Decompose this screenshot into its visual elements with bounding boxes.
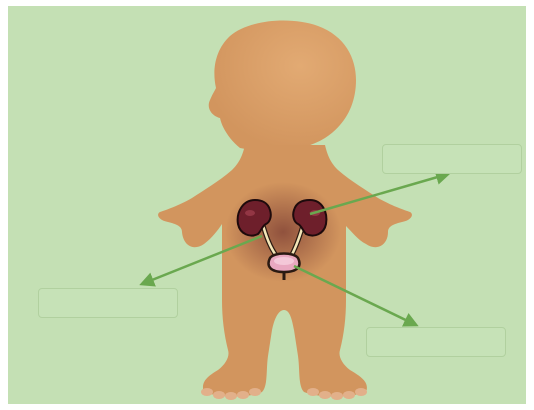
bladder-highlight xyxy=(274,257,294,265)
head-silhouette xyxy=(209,21,356,151)
label-box-kidney[interactable] xyxy=(382,144,522,174)
label-box-ureter[interactable] xyxy=(38,288,178,318)
left-kidney-highlight xyxy=(245,210,255,216)
label-box-bladder[interactable] xyxy=(366,327,506,357)
